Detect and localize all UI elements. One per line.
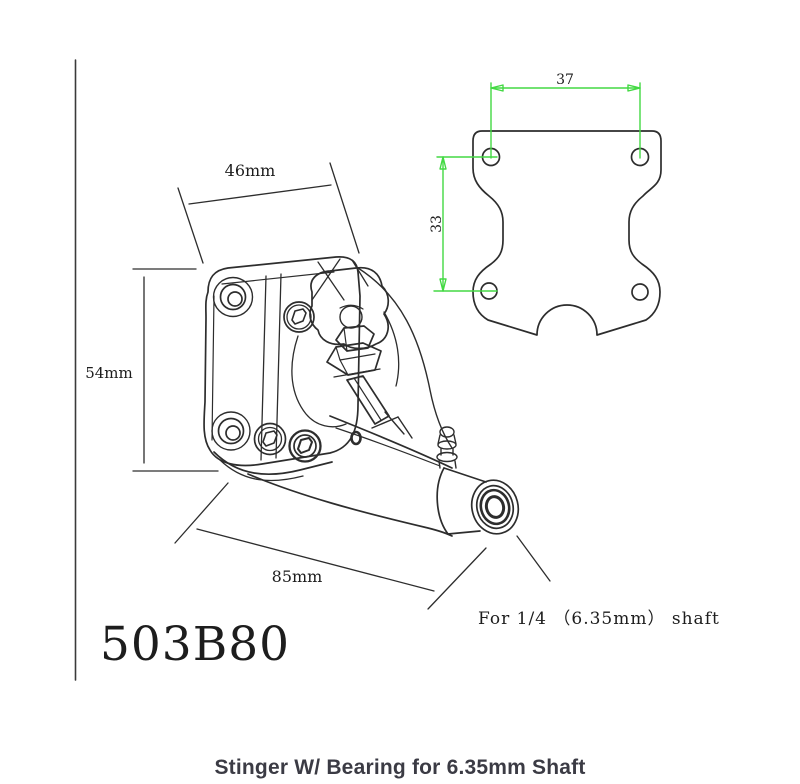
- product-title: Stinger W/ Bearing for 6.35mm Shaft: [214, 756, 586, 779]
- dim-33-label: 33: [429, 215, 445, 233]
- dim-left-height-label: 54mm: [85, 364, 133, 382]
- plate-view-dimensions: 37 33: [429, 72, 641, 292]
- mounting-plate-top-view: [472, 130, 662, 336]
- dimension-46mm: 46mm: [177, 161, 360, 264]
- dim-bottom-length-label: 85mm: [272, 567, 323, 586]
- dimension-37: 37: [490, 72, 641, 159]
- shaft-note: For 1/4 （6.35mm） shaft: [478, 609, 720, 629]
- dim-37-label: 37: [556, 72, 574, 88]
- technical-drawing: 46mm 54mm 85mm For 1/4 （6.35mm） shaft 50…: [74, 59, 720, 681]
- grease-nipple: [436, 426, 458, 469]
- bracket-isometric-view: [203, 256, 520, 537]
- shaft-note-leader: [516, 535, 551, 582]
- dim-top-width-label: 46mm: [225, 161, 276, 180]
- dimension-33: 33: [429, 156, 498, 292]
- dimension-85mm: 85mm: [174, 482, 487, 610]
- part-number: 503B80: [100, 617, 290, 672]
- dimension-54mm: 54mm: [85, 268, 219, 472]
